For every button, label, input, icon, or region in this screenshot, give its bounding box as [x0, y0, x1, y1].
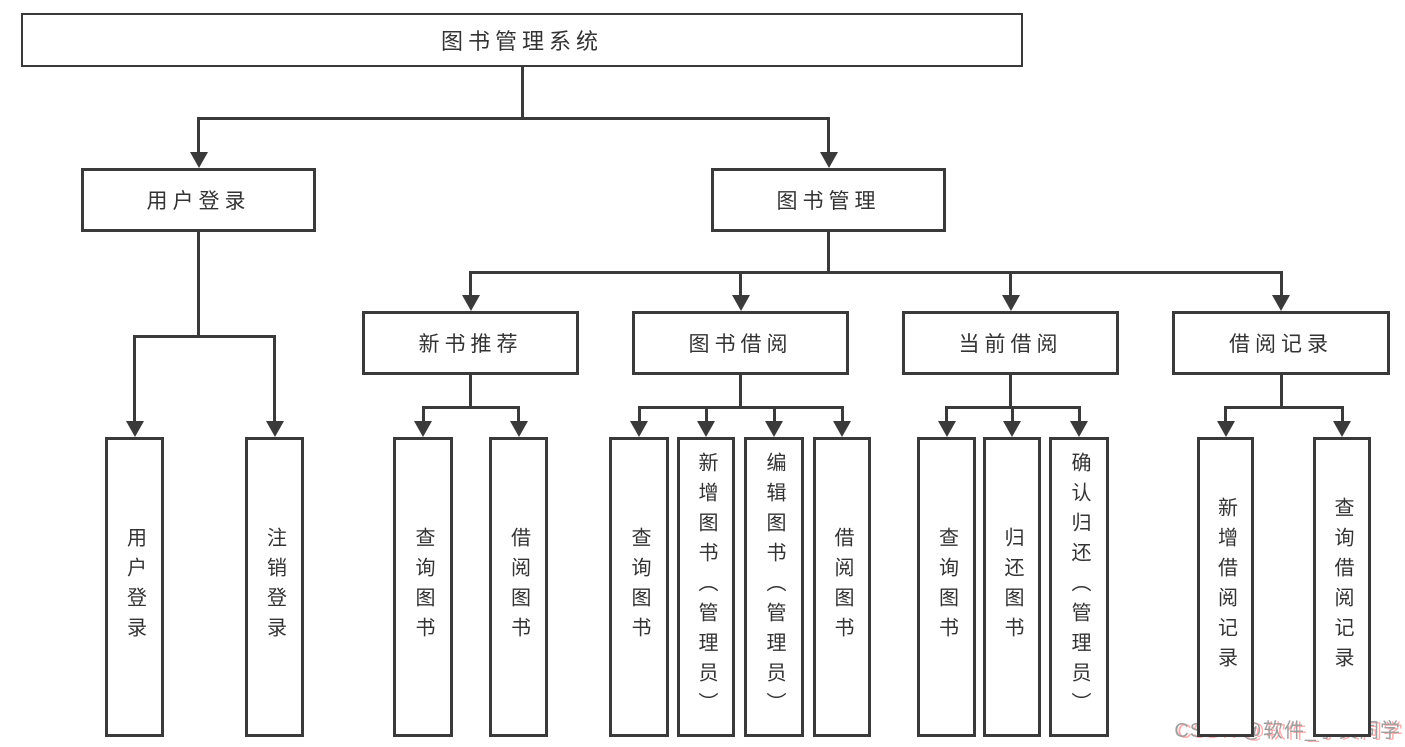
- connector-line: [739, 272, 742, 297]
- connector-line: [1340, 407, 1344, 423]
- connector-line: [772, 407, 776, 423]
- node-c-confirm: 确认归还（管理员）: [1049, 437, 1109, 737]
- node-nr-borrow: 借阅图书: [489, 437, 548, 737]
- connector-line: [469, 272, 472, 297]
- connector-line: [704, 407, 708, 423]
- arrowhead-icon: [630, 421, 648, 437]
- arrowhead-icon: [697, 421, 715, 437]
- node-label: 查询图书: [412, 527, 434, 647]
- arrowhead-icon: [765, 421, 783, 437]
- connector-line: [273, 336, 276, 423]
- node-c-query: 查询图书: [917, 437, 976, 737]
- arrowhead-icon: [937, 421, 956, 437]
- arrowhead-icon: [1070, 421, 1088, 437]
- node-b-borrow: 借阅图书: [813, 437, 871, 737]
- arrowhead-icon: [189, 152, 208, 168]
- node-label: 确认归还（管理员）: [1068, 452, 1090, 722]
- node-root: 图书管理系统: [21, 13, 1023, 67]
- node-nr-query: 查询图书: [393, 437, 453, 737]
- arrowhead-icon: [819, 152, 838, 168]
- connector-line: [469, 375, 472, 407]
- node-new-rec: 新书推荐: [362, 311, 579, 375]
- connector-line: [1224, 405, 1344, 409]
- node-b-edit: 编辑图书（管理员）: [744, 437, 804, 737]
- node-label: 编辑图书（管理员）: [763, 452, 785, 722]
- arrowhead-icon: [1333, 421, 1351, 437]
- node-label: 查询图书: [628, 527, 650, 647]
- connector-line: [197, 118, 200, 154]
- arrowhead-icon: [414, 421, 432, 437]
- node-login: 用户登录: [105, 437, 164, 737]
- node-label: 图书管理: [776, 190, 881, 213]
- connector-line: [1279, 375, 1283, 407]
- connector-line: [421, 405, 520, 409]
- connector-line: [827, 232, 830, 272]
- connector-line: [739, 375, 742, 407]
- node-label: 注销登录: [263, 527, 286, 647]
- arrowhead-icon: [1216, 421, 1235, 437]
- node-label: 借阅记录: [1229, 333, 1333, 356]
- connector-line: [133, 334, 276, 338]
- node-book-mgmt: 图书管理: [711, 168, 946, 232]
- node-r-add: 新增借阅记录: [1197, 437, 1254, 737]
- connector-line: [945, 407, 948, 423]
- connector-line: [197, 116, 830, 120]
- node-label: 查询借阅记录: [1331, 497, 1353, 677]
- arrowhead-icon: [1003, 421, 1021, 437]
- node-label: 图书借阅: [688, 333, 793, 356]
- node-label: 借阅图书: [507, 527, 530, 647]
- connector-line: [840, 407, 844, 423]
- connector-line: [517, 407, 520, 423]
- node-records: 借阅记录: [1172, 311, 1390, 375]
- connector-line: [421, 407, 425, 423]
- connector-line: [637, 407, 641, 423]
- arrowhead-icon: [461, 295, 480, 311]
- node-label: 图书管理系统: [440, 29, 603, 54]
- node-label: 查询图书: [935, 527, 958, 647]
- node-label: 当前借阅: [958, 333, 1063, 356]
- connector-line: [469, 270, 1283, 274]
- node-c-return: 归还图书: [983, 437, 1041, 737]
- node-label: 归还图书: [1001, 527, 1023, 647]
- node-label: 用户登录: [123, 527, 146, 647]
- node-label: 新书推荐: [418, 333, 523, 356]
- node-b-query: 查询图书: [609, 437, 669, 737]
- connector-line: [637, 405, 844, 409]
- node-borrow: 图书借阅: [632, 311, 849, 375]
- connector-line: [1224, 407, 1227, 423]
- arrowhead-icon: [125, 421, 144, 437]
- connector-line: [1279, 272, 1283, 297]
- node-label: 新增图书（管理员）: [695, 452, 717, 722]
- node-label: 借阅图书: [831, 527, 853, 647]
- node-label: 用户登录: [146, 190, 251, 213]
- node-logout: 注销登录: [245, 437, 304, 737]
- node-b-add: 新增图书（管理员）: [677, 437, 735, 737]
- arrowhead-icon: [509, 421, 528, 437]
- connector-line: [133, 336, 136, 423]
- arrowhead-icon: [731, 295, 750, 311]
- node-user-login: 用户登录: [81, 168, 316, 232]
- connector-line: [1009, 375, 1012, 407]
- arrowhead-icon: [1001, 295, 1020, 311]
- arrowhead-icon: [833, 421, 851, 437]
- arrowhead-icon: [265, 421, 284, 437]
- connector-line: [827, 118, 830, 154]
- connector-line: [520, 67, 524, 118]
- connector-line: [1010, 407, 1014, 423]
- arrowhead-icon: [1272, 295, 1290, 311]
- connector-line: [1077, 407, 1081, 423]
- node-r-query: 查询借阅记录: [1313, 437, 1371, 737]
- node-current: 当前借阅: [902, 311, 1119, 375]
- connector-line: [197, 232, 200, 336]
- node-label: 新增借阅记录: [1214, 497, 1237, 677]
- connector-line: [1009, 272, 1012, 297]
